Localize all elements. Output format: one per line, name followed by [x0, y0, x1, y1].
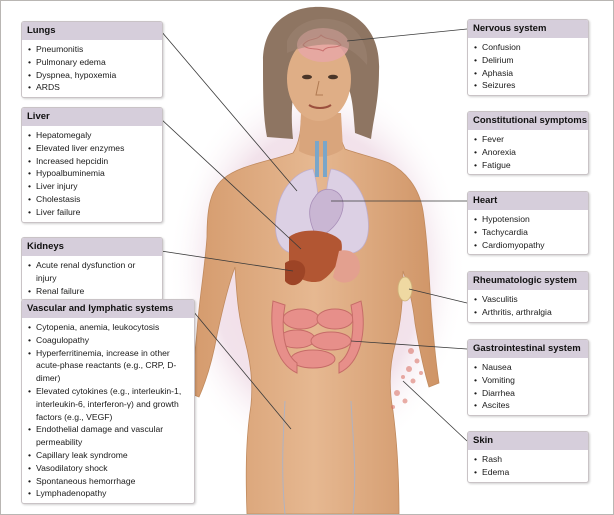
panel-title: Nervous system: [468, 20, 588, 38]
list-item: Arthritis, arthralgia: [474, 306, 582, 319]
list-item: Liver failure: [28, 206, 156, 219]
panel-list: Vasculitis Arthritis, arthralgia: [468, 290, 588, 322]
list-item: Pneumonitis: [28, 43, 156, 56]
list-item: Delirium: [474, 54, 582, 67]
list-item: Vasodilatory shock: [28, 462, 188, 475]
list-item: Capillary leak syndrome: [28, 449, 188, 462]
list-item: Coagulopathy: [28, 334, 188, 347]
panel-rheumatologic-system: Rheumatologic system Vasculitis Arthriti…: [467, 271, 589, 323]
eye-left: [302, 74, 312, 80]
elbow-joint: [397, 276, 413, 302]
leg-vessels: [282, 400, 356, 514]
panel-title: Vascular and lymphatic systems: [22, 300, 194, 318]
stomach: [333, 250, 360, 283]
list-item: Hypoalbuminemia: [28, 167, 156, 180]
panel-list: Pneumonitis Pulmonary edema Dyspnea, hyp…: [22, 40, 162, 97]
list-item: Cholestasis: [28, 193, 156, 206]
list-item: Diarrhea: [474, 387, 582, 400]
panel-title: Liver: [22, 108, 162, 126]
intestines: [271, 300, 364, 374]
panel-title: Rheumatologic system: [468, 272, 588, 290]
panel-vascular-lymphatic: Vascular and lymphatic systems Cytopenia…: [21, 299, 195, 505]
list-item: Seizures: [474, 79, 582, 92]
list-item: Dyspnea, hypoxemia: [28, 69, 156, 82]
list-item: Cytopenia, anemia, leukocytosis: [28, 321, 188, 334]
list-item: Elevated cytokines (e.g., interleukin-1,…: [28, 385, 188, 423]
list-item: Aphasia: [474, 67, 582, 80]
panel-title: Gastrointestinal system: [468, 340, 588, 358]
list-item: Hyperferritinemia, increase in other acu…: [28, 347, 188, 385]
panel-liver: Liver Hepatomegaly Elevated liver enzyme…: [21, 107, 163, 223]
mouth: [308, 104, 332, 109]
panel-list: Fever Anorexia Fatigue: [468, 130, 588, 174]
list-item: Fatigue: [474, 159, 582, 172]
rash: [391, 348, 423, 409]
list-item: Lymphadenopathy: [28, 487, 188, 500]
list-item: Spontaneous hemorrhage: [28, 475, 188, 488]
list-item: Rash: [474, 453, 582, 466]
list-item: Liver injury: [28, 180, 156, 193]
panel-title: Heart: [468, 192, 588, 210]
panel-title: Skin: [468, 432, 588, 450]
list-item: Confusion: [474, 41, 582, 54]
list-item: Tachycardia: [474, 226, 582, 239]
list-item: Cardiomyopathy: [474, 239, 582, 252]
panel-skin: Skin Rash Edema: [467, 431, 589, 483]
list-item: Renal failure: [28, 285, 156, 298]
panel-title: Constitutional symptoms: [468, 112, 588, 130]
panel-heart: Heart Hypotension Tachycardia Cardiomyop…: [467, 191, 589, 256]
panel-list: Confusion Delirium Aphasia Seizures: [468, 38, 588, 95]
list-item: Edema: [474, 466, 582, 479]
panel-nervous-system: Nervous system Confusion Delirium Aphasi…: [467, 19, 589, 97]
panel-kidneys: Kidneys Acute renal dysfunction or injur…: [21, 237, 163, 302]
eye-right: [328, 74, 338, 80]
list-item: ARDS: [28, 81, 156, 94]
trachea: [315, 141, 327, 177]
list-item: Nausea: [474, 361, 582, 374]
nose: [315, 80, 323, 96]
list-item: Vomiting: [474, 374, 582, 387]
leader-lines: [160, 28, 468, 442]
panel-lungs: Lungs Pneumonitis Pulmonary edema Dyspne…: [21, 21, 163, 99]
list-item: Pulmonary edema: [28, 56, 156, 69]
list-item: Anorexia: [474, 146, 582, 159]
list-item: Hypotension: [474, 213, 582, 226]
panel-list: Rash Edema: [468, 450, 588, 482]
neck: [299, 113, 343, 157]
panel-title: Kidneys: [22, 238, 162, 256]
panel-constitutional-symptoms: Constitutional symptoms Fever Anorexia F…: [467, 111, 589, 176]
list-item: Vasculitis: [474, 293, 582, 306]
list-item: Elevated liver enzymes: [28, 142, 156, 155]
list-item: Hepatomegaly: [28, 129, 156, 142]
panel-gastrointestinal-system: Gastrointestinal system Nausea Vomiting …: [467, 339, 589, 417]
list-item: Endothelial damage and vascular permeabi…: [28, 423, 188, 449]
list-item: Increased hepcidin: [28, 155, 156, 168]
list-item: Fever: [474, 133, 582, 146]
panel-list: Hepatomegaly Elevated liver enzymes Incr…: [22, 126, 162, 222]
list-item: Ascites: [474, 399, 582, 412]
panel-list: Acute renal dysfunction or injury Renal …: [22, 256, 162, 300]
list-item: Acute renal dysfunction or injury: [28, 259, 156, 285]
hair-front: [287, 18, 368, 65]
panel-title: Lungs: [22, 22, 162, 40]
panel-list: Nausea Vomiting Diarrhea Ascites: [468, 358, 588, 415]
panel-list: Cytopenia, anemia, leukocytosis Coagulop…: [22, 318, 194, 503]
panel-list: Hypotension Tachycardia Cardiomyopathy: [468, 210, 588, 254]
kidney: [285, 260, 306, 286]
